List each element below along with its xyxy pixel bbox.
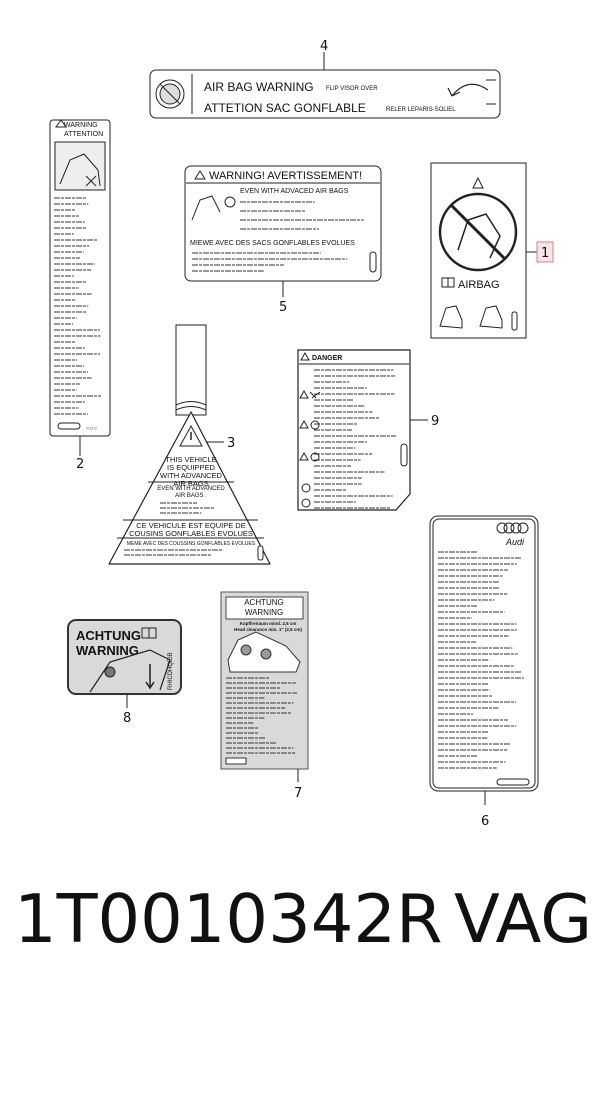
seat-illustration-icon	[54, 141, 106, 191]
svg-text:WITH ADVANCED: WITH ADVANCED	[160, 471, 223, 480]
svg-text:AIR BAGS: AIR BAGS	[173, 479, 208, 488]
down-arrow-icon	[145, 664, 155, 690]
warning-triangle-icon	[299, 451, 309, 461]
warning-triangle-icon	[299, 419, 309, 429]
callout-6[interactable]: 6	[481, 814, 489, 829]
audi-brand: Audi	[505, 537, 525, 547]
parts-diagram: 4 AIR BAG WARNING FLIP VISOR OVER ATTETI…	[0, 39, 600, 990]
svg-text:THIS VEHICLE: THIS VEHICLE	[165, 455, 216, 464]
svg-text:AIR BAGS :: AIR BAGS :	[175, 493, 207, 499]
child-seat-icon	[479, 305, 503, 329]
label5-sub2: MIEWE AVEC DES SACS GONFLABLES EVOLUES	[190, 240, 355, 247]
brand-name: VAG	[454, 880, 593, 958]
callout-1-highlight[interactable]	[536, 241, 554, 263]
label8-line2: WARNING	[76, 643, 139, 658]
label-item-4[interactable]: 4 AIR BAG WARNING FLIP VISOR OVER ATTETI…	[149, 39, 501, 119]
visor-label	[149, 69, 501, 119]
triangle-label	[108, 411, 271, 565]
callout-8[interactable]: 8	[123, 711, 131, 726]
callout-1[interactable]: 1	[541, 246, 549, 261]
audi-rings-icon	[496, 522, 508, 534]
svg-text:MEME AVEC DES COUSSINS GONFLAB: MEME AVEC DES COUSSINS GONFLABLES EVOLUE…	[127, 541, 256, 547]
visor-line2: ATTETION SAC GONFLABLE	[204, 101, 366, 115]
part-number-footer: 1T0010342R VAG	[0, 880, 600, 990]
svg-text:Kopffreiraum mind. 2,5 cm: Kopffreiraum mind. 2,5 cm	[240, 621, 297, 626]
child-icon	[301, 498, 311, 508]
callout-5[interactable]: 5	[279, 300, 287, 315]
achtung-warning-label	[220, 591, 309, 770]
label-item-6[interactable]: Audi 6	[429, 515, 539, 829]
danger-title: DANGER	[312, 355, 342, 362]
svg-text:EVEN WITH ADVANCED: EVEN WITH ADVANCED	[157, 486, 225, 492]
no-child-seat-icon	[310, 420, 320, 430]
visor-line1-small: FLIP VISOR OVER	[326, 86, 378, 92]
visor-line1: AIR BAG WARNING	[204, 80, 314, 94]
label-item-1[interactable]: AIRBAG 1	[430, 162, 554, 339]
label-item-2[interactable]: WARNING ATTENTION ○○○ 2	[49, 119, 111, 472]
callout-3[interactable]: 3	[227, 436, 235, 451]
exclamation-triangle-icon	[179, 424, 203, 447]
airbag-deploy-icon	[299, 389, 321, 399]
svg-text:COUSINS GONFLABLES EVOLUES: COUSINS GONFLABLES EVOLUES	[129, 529, 253, 538]
warning-triangle-icon	[55, 119, 67, 128]
svg-text:IS EQUIPPED: IS EQUIPPED	[167, 463, 216, 472]
tall-label-line2: ATTENTION	[64, 131, 103, 138]
svg-text:CE VEHICULE EST EQUIPE DE: CE VEHICULE EST EQUIPE DE	[136, 521, 245, 530]
part-number: 1T0010342R	[14, 880, 443, 958]
diagram-canvas: 4 AIR BAG WARNING FLIP VISOR OVER ATTETI…	[49, 39, 554, 829]
label-item-5[interactable]: WARNING! AVERTISSEMENT! EVEN WITH ADVACE…	[184, 165, 382, 315]
warning-triangle-icon	[300, 351, 310, 361]
callout-2[interactable]: 2	[76, 457, 84, 472]
label-item-8[interactable]: ACHTUNG WARNING RHICDHQEIB 8	[67, 619, 182, 726]
warning-triangle-icon	[472, 176, 484, 189]
text-lines	[54, 197, 102, 415]
seated-person-icon	[439, 305, 463, 329]
warning-triangle-icon	[194, 170, 206, 180]
label-item-9[interactable]: DANGER 9	[297, 349, 439, 511]
label5-sub1: EVEN WITH ADVACED AIR BAGS	[240, 188, 349, 195]
callout-7[interactable]: 7	[294, 786, 302, 801]
pole	[175, 324, 207, 416]
callout-4[interactable]: 4	[320, 39, 328, 54]
flip-arrow-icon	[451, 83, 489, 97]
svg-text:Head clearance min. 1" (2,5 cm: Head clearance min. 1" (2,5 cm)	[234, 627, 302, 632]
label-item-3[interactable]: 3 THIS VEHICLE IS EQUIPPED WITH ADVANCED…	[108, 324, 271, 565]
tall-label-line1: WARNING	[64, 122, 98, 129]
label5-title: WARNING! AVERTISSEMENT!	[209, 170, 362, 182]
label8-line1: ACHTUNG	[76, 628, 141, 643]
label8-side-code: RHICDHQEIB	[168, 652, 174, 690]
audi-rings-icon: ○○○	[86, 426, 97, 432]
seatbelt-icon	[301, 483, 311, 493]
label7-line2: WARNING	[245, 608, 283, 617]
label7-line1: ACHTUNG	[244, 598, 284, 607]
label-item-7[interactable]: ACHTUNG WARNING Kopffreiraum mind. 2,5 c…	[220, 591, 309, 801]
airbag-text: AIRBAG	[458, 279, 500, 291]
callout-9[interactable]: 9	[431, 414, 439, 429]
child-seat-icon	[191, 195, 221, 221]
passenger-icon	[104, 666, 116, 678]
danger-label	[297, 349, 411, 511]
visor-line2-small: RELER LEPARIS-SOLIEL	[386, 107, 456, 113]
